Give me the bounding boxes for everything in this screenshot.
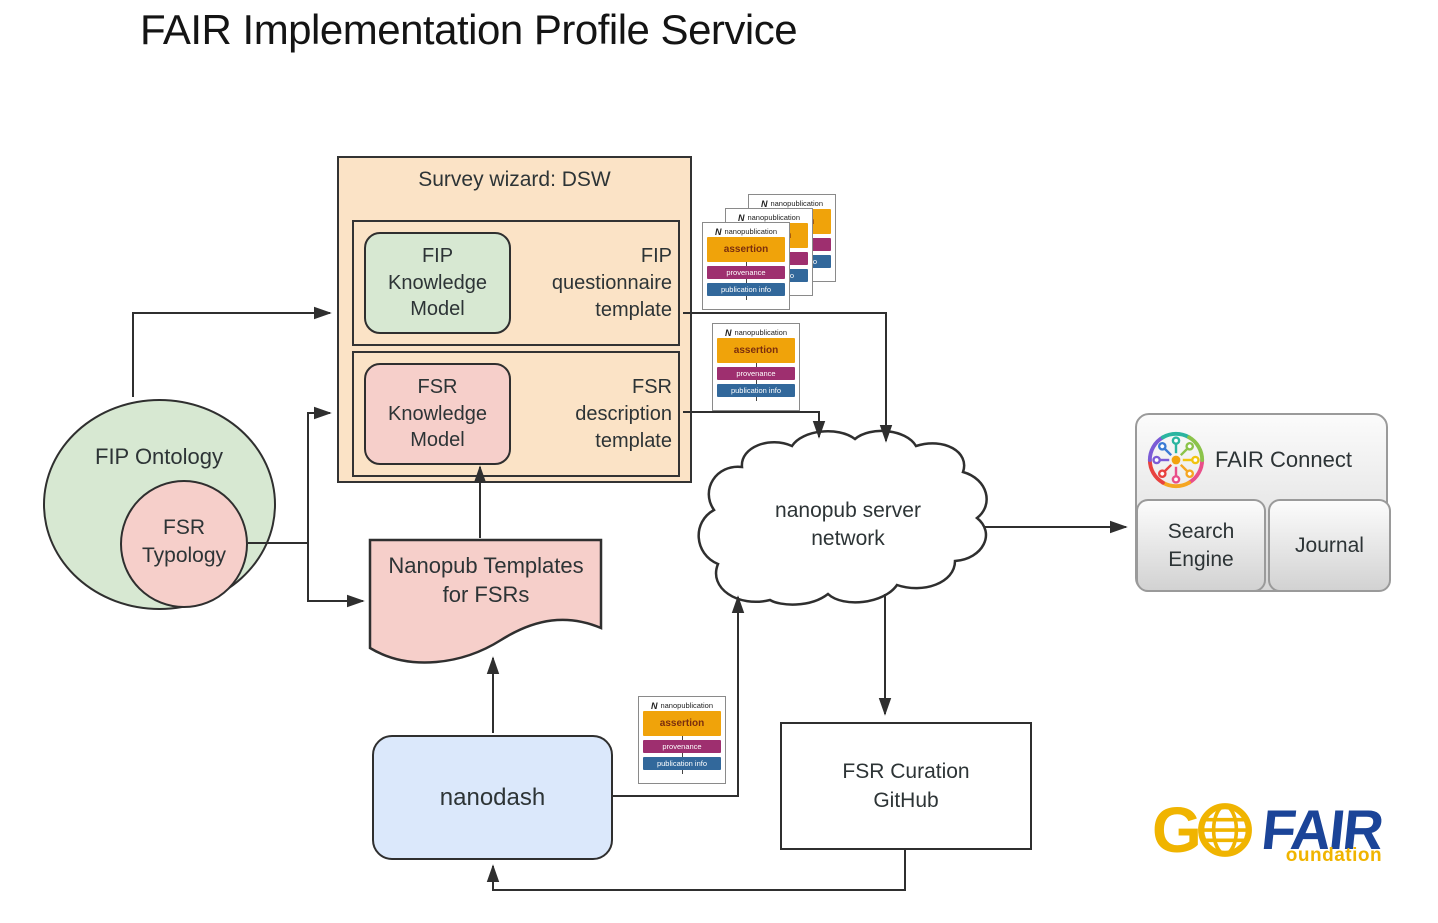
publication-info-block: publication info: [707, 283, 785, 296]
fsr-row-box: FSR Knowledge Model FSR description temp…: [352, 351, 680, 477]
fair-connect-header: FAIR Connect: [1145, 425, 1382, 495]
fsr-curation-github-box: FSR Curation GitHub: [780, 722, 1032, 850]
nanopub-card-title: nanopublication: [734, 328, 788, 337]
nanopub-card-title: nanopublication: [770, 199, 824, 208]
fip-knowledge-model-box: FIP Knowledge Model: [364, 232, 511, 334]
card-connector: [755, 397, 757, 401]
fsr-knowledge-model-box: FSR Knowledge Model: [364, 363, 511, 465]
fip-row-box: FIP Knowledge Model FIP questionnaire te…: [352, 220, 680, 346]
nanopublication-icon: N: [737, 212, 745, 223]
arrow-typology-to-templates: [307, 543, 365, 608]
nanopub-card-title: nanopublication: [660, 701, 714, 710]
fsr-description-template-label: FSR description template: [575, 375, 672, 452]
card-connector: [745, 262, 747, 266]
assertion-block: assertion: [707, 237, 785, 262]
fair-connect-title: FAIR Connect: [1215, 447, 1352, 472]
publication-info-block: publication info: [717, 384, 795, 397]
nanopublication-icon: N: [714, 226, 722, 237]
globe-icon: [1197, 803, 1252, 857]
nanopub-card-title: nanopublication: [724, 227, 778, 236]
search-engine-box: Search Engine: [1136, 499, 1266, 592]
fair-connect-logo-icon: [1147, 431, 1205, 489]
provenance-block: provenance: [643, 740, 721, 753]
gofair-foundation-logo: G FAIR oundation: [1152, 794, 1385, 866]
card-connector: [681, 770, 683, 774]
nanopublication-icon: N: [724, 327, 732, 338]
nanopub-templates-label: Nanopub Templates for FSRs: [388, 553, 584, 607]
journal-box: Journal: [1268, 499, 1391, 592]
provenance-block: provenance: [717, 367, 795, 380]
assertion-block: assertion: [717, 338, 795, 363]
nanopublication-icon: N: [650, 700, 658, 711]
survey-wizard-box: FIP Knowledge Model FIP questionnaire te…: [337, 156, 692, 483]
nanopublication-icon: N: [760, 198, 768, 209]
nanopub-server-cloud: [697, 429, 988, 606]
nanopub-card-title: nanopublication: [747, 213, 801, 222]
card-connector: [745, 296, 747, 300]
provenance-block: provenance: [707, 266, 785, 279]
fip-ontology-label: FIP Ontology: [95, 444, 223, 469]
assertion-block: assertion: [643, 711, 721, 736]
logo-foundation-text: oundation: [1285, 845, 1383, 866]
nanodash-box: nanodash: [372, 735, 613, 860]
survey-wizard-label: Survey wizard: DSW: [418, 168, 611, 191]
publication-info-block: publication info: [643, 757, 721, 770]
nanopub-templates-doc: [368, 538, 603, 664]
fip-questionnaire-template-label: FIP questionnaire template: [551, 244, 672, 321]
fair-connect-panel: FAIR Connect Search Engine Journal: [1135, 413, 1391, 592]
arrow-ontology-to-fipkm: [132, 306, 332, 397]
logo-g-letter: G: [1152, 794, 1202, 866]
page-title: FAIR Implementation Profile Service: [140, 6, 798, 53]
fsr-typology-label: FSR Typology: [141, 516, 227, 568]
fsr-typology-circle: [120, 480, 248, 608]
cloud-label: nanopub server network: [775, 499, 921, 551]
card-connector: [745, 279, 747, 283]
